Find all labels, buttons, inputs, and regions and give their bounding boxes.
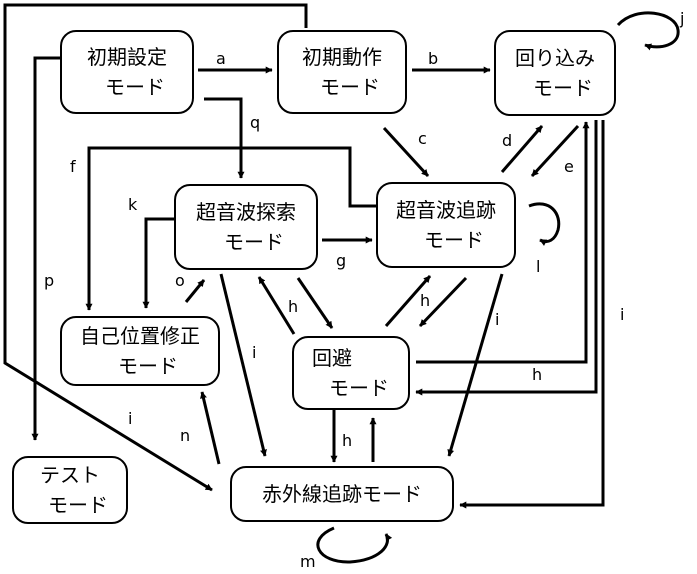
edge-label-i2: i — [495, 310, 500, 329]
edge-label-d: d — [502, 131, 513, 150]
edge-i3 — [3, 3, 308, 492]
edge-h2b — [418, 276, 468, 328]
node-label: 赤外線追跡モード — [262, 482, 422, 506]
node-label: 初期設定 — [87, 45, 167, 69]
edge-h3 — [415, 120, 598, 396]
edge-q — [204, 97, 245, 179]
node-turn-around: 回り込み モード — [494, 30, 616, 116]
edge-e — [530, 124, 580, 178]
node-label: モード — [48, 493, 108, 517]
edge-p — [31, 56, 62, 441]
edge-h2 — [384, 275, 432, 327]
edge-label-q: q — [250, 113, 261, 132]
edge-l — [528, 202, 561, 246]
edge-label-h4: h — [342, 431, 353, 450]
edge-label-g: g — [336, 251, 347, 270]
node-label: モード — [224, 230, 284, 254]
node-test: テスト モード — [12, 456, 128, 524]
edge-label-k: k — [128, 195, 138, 214]
edge-label-j: j — [680, 9, 685, 28]
node-label: モード — [320, 75, 380, 99]
edge-j — [616, 11, 680, 51]
edge-label-o: o — [175, 271, 185, 290]
edge-h3b — [416, 121, 590, 364]
edge-i4 — [459, 120, 605, 509]
edge-i1 — [219, 273, 267, 457]
edge-label-n: n — [180, 426, 191, 445]
edge-label-f: f — [70, 157, 76, 176]
node-ultrasonic-track: 超音波追跡 モード — [376, 182, 516, 268]
node-avoid: 回避 モード — [292, 336, 410, 410]
node-label: モード — [105, 75, 165, 99]
edge-h1b — [296, 277, 334, 329]
edge-h1 — [257, 276, 296, 335]
edge-label-p: p — [44, 271, 55, 290]
node-self-position: 自己位置修正 モード — [60, 316, 220, 386]
edge-label-i4: i — [620, 305, 625, 324]
edge-d — [500, 125, 544, 173]
edge-label-h3: h — [532, 365, 543, 384]
node-label: モード — [329, 376, 389, 400]
edge-label-h1: h — [288, 297, 299, 316]
node-init-setting: 初期設定 モード — [60, 30, 194, 114]
edge-label-b: b — [428, 49, 439, 68]
edge-label-l: l — [536, 257, 541, 276]
node-label: モード — [533, 76, 593, 100]
node-label: 初期動作 — [302, 45, 382, 69]
node-label: モード — [118, 354, 178, 378]
edge-c — [382, 126, 430, 178]
node-label: モード — [424, 228, 484, 252]
edge-o — [184, 279, 206, 303]
edge-label-i3: i — [128, 409, 133, 428]
edge-label-a: a — [216, 49, 226, 68]
edge-label-e: e — [564, 157, 574, 176]
edge-label-i1: i — [252, 343, 257, 362]
node-label: テスト — [40, 463, 100, 487]
edge-label-c: c — [418, 129, 427, 148]
edge-label-m: m — [300, 552, 316, 571]
node-init-action: 初期動作 モード — [277, 30, 407, 114]
edge-i2 — [447, 273, 504, 457]
node-label: 自己位置修正 — [80, 324, 200, 348]
node-label: 回避 — [312, 346, 352, 370]
node-label: 回り込み — [515, 46, 595, 70]
edge-n — [200, 391, 221, 465]
node-label: 超音波追跡 — [396, 198, 496, 222]
edge-m — [316, 526, 393, 564]
node-ir-track: 赤外線追跡モード — [230, 466, 454, 522]
node-ultrasonic-search: 超音波探索 モード — [174, 184, 318, 270]
edge-label-h2: h — [420, 291, 431, 310]
edge-f — [85, 146, 376, 311]
edge-k — [142, 217, 174, 309]
node-label: 超音波探索 — [196, 200, 296, 224]
